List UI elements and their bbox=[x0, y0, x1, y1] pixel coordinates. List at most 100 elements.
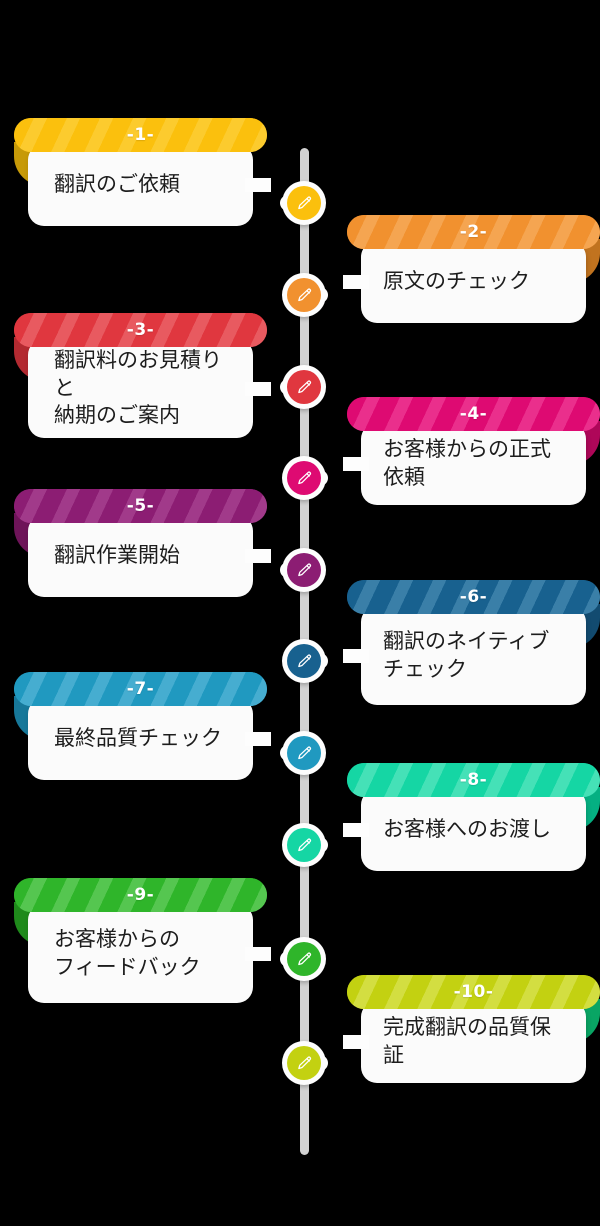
card-body: 翻訳料のお見積りと 納期のご案内 bbox=[28, 339, 271, 438]
card-connector-stub bbox=[343, 275, 369, 289]
card-body: 最終品質チェック bbox=[28, 698, 271, 780]
card-label: 翻訳のご依頼 bbox=[54, 172, 180, 197]
card-label: 翻訳のネイティブ チェック bbox=[383, 628, 550, 681]
card-number: -7- bbox=[126, 678, 155, 699]
card-connector-stub bbox=[245, 381, 271, 396]
timeline-card-7: 最終品質チェック -7- bbox=[14, 672, 271, 780]
card-number: -4- bbox=[459, 403, 488, 424]
card-connector-stub bbox=[343, 648, 369, 663]
card-number-tab: -10- bbox=[347, 975, 600, 1009]
tab-stripe-pattern bbox=[14, 672, 267, 706]
tab-stripe-pattern bbox=[347, 975, 600, 1009]
timeline-node-7[interactable] bbox=[280, 731, 326, 775]
card-body: 原文のチェック bbox=[343, 241, 586, 323]
pencil-icon bbox=[297, 746, 311, 759]
card-number-tab: -9- bbox=[14, 878, 267, 912]
card-number: -1- bbox=[126, 124, 155, 145]
card-label: お客様からの フィードバック bbox=[54, 926, 201, 979]
timeline-node-9[interactable] bbox=[280, 937, 326, 981]
tab-stripe-pattern bbox=[347, 397, 600, 431]
tab-stripe-pattern bbox=[14, 489, 267, 523]
timeline-node-6[interactable] bbox=[282, 639, 328, 683]
tab-stripe-pattern bbox=[14, 878, 267, 912]
card-number-tab: -3- bbox=[14, 313, 267, 347]
timeline-node-5[interactable] bbox=[280, 548, 326, 592]
card-number-tab: -4- bbox=[347, 397, 600, 431]
node-disc bbox=[287, 736, 321, 770]
card-connector-stub bbox=[343, 1035, 369, 1049]
timeline-card-4: お客様からの正式依頼 -4- bbox=[343, 397, 600, 505]
card-label: お客様からの正式依頼 bbox=[383, 437, 551, 489]
pencil-icon bbox=[297, 288, 311, 301]
timeline-node-10[interactable] bbox=[282, 1041, 328, 1085]
card-number-tab: -6- bbox=[347, 580, 600, 614]
timeline-card-6: 翻訳のネイティブ チェック -6- bbox=[343, 580, 600, 705]
pencil-icon bbox=[297, 654, 311, 667]
timeline-node-1[interactable] bbox=[280, 181, 326, 225]
card-body: お客様へのお渡し bbox=[343, 789, 586, 871]
card-label: 翻訳作業開始 bbox=[54, 543, 180, 568]
card-connector-stub bbox=[245, 178, 271, 192]
pencil-icon bbox=[297, 838, 311, 851]
pencil-icon bbox=[297, 380, 311, 393]
timeline-node-4[interactable] bbox=[282, 456, 328, 500]
card-connector-stub bbox=[245, 732, 271, 746]
pencil-icon bbox=[297, 952, 311, 965]
card-label: 翻訳料のお見積りと 納期のご案内 bbox=[54, 347, 222, 428]
card-body: 完成翻訳の品質保証 bbox=[343, 1001, 586, 1083]
timeline-card-9: お客様からの フィードバック -9- bbox=[14, 878, 271, 1003]
timeline-node-8[interactable] bbox=[282, 823, 328, 867]
node-disc bbox=[287, 644, 321, 678]
card-connector-stub bbox=[245, 549, 271, 563]
timeline-card-3: 翻訳料のお見積りと 納期のご案内 -3- bbox=[14, 313, 271, 438]
card-number-tab: -2- bbox=[347, 215, 600, 249]
card-connector-stub bbox=[245, 946, 271, 961]
card-body: 翻訳のネイティブ チェック bbox=[343, 606, 586, 705]
timeline-card-2: 原文のチェック -2- bbox=[343, 215, 600, 323]
node-disc bbox=[287, 1046, 321, 1080]
card-number-tab: -1- bbox=[14, 118, 267, 152]
node-disc bbox=[287, 461, 321, 495]
card-label: 原文のチェック bbox=[383, 269, 530, 294]
card-number: -9- bbox=[126, 884, 155, 905]
pencil-icon bbox=[297, 196, 311, 209]
tab-stripe-pattern bbox=[14, 118, 267, 152]
card-label: お客様へのお渡し bbox=[383, 817, 551, 842]
pencil-icon bbox=[297, 471, 311, 484]
card-label: 完成翻訳の品質保証 bbox=[383, 1015, 551, 1067]
node-disc bbox=[287, 370, 321, 404]
card-number-tab: -7- bbox=[14, 672, 267, 706]
timeline-node-2[interactable] bbox=[282, 273, 328, 317]
card-body: 翻訳のご依頼 bbox=[28, 144, 271, 226]
timeline-card-1: 翻訳のご依頼 -1- bbox=[14, 118, 271, 226]
card-number-tab: -5- bbox=[14, 489, 267, 523]
node-disc bbox=[287, 553, 321, 587]
pencil-icon bbox=[297, 1056, 311, 1069]
card-connector-stub bbox=[343, 457, 369, 471]
timeline-node-3[interactable] bbox=[280, 365, 326, 409]
card-body: お客様からの正式依頼 bbox=[343, 423, 586, 505]
card-body: 翻訳作業開始 bbox=[28, 515, 271, 597]
card-number: -3- bbox=[126, 319, 155, 340]
node-disc bbox=[287, 942, 321, 976]
card-label: 最終品質チェック bbox=[54, 726, 222, 751]
pencil-icon bbox=[297, 563, 311, 576]
card-number: -10- bbox=[453, 981, 494, 1002]
card-number: -6- bbox=[459, 586, 488, 607]
timeline-card-5: 翻訳作業開始 -5- bbox=[14, 489, 271, 597]
card-number-tab: -8- bbox=[347, 763, 600, 797]
node-disc bbox=[287, 828, 321, 862]
card-body: お客様からの フィードバック bbox=[28, 904, 271, 1003]
card-number: -8- bbox=[459, 769, 488, 790]
node-disc bbox=[287, 186, 321, 220]
timeline-card-8: お客様へのお渡し -8- bbox=[343, 763, 600, 871]
card-number: -5- bbox=[126, 495, 155, 516]
tab-stripe-pattern bbox=[347, 580, 600, 614]
card-number: -2- bbox=[459, 221, 488, 242]
tab-stripe-pattern bbox=[347, 763, 600, 797]
timeline-card-10: 完成翻訳の品質保証 -10- bbox=[343, 975, 600, 1083]
node-disc bbox=[287, 278, 321, 312]
tab-stripe-pattern bbox=[347, 215, 600, 249]
tab-stripe-pattern bbox=[14, 313, 267, 347]
